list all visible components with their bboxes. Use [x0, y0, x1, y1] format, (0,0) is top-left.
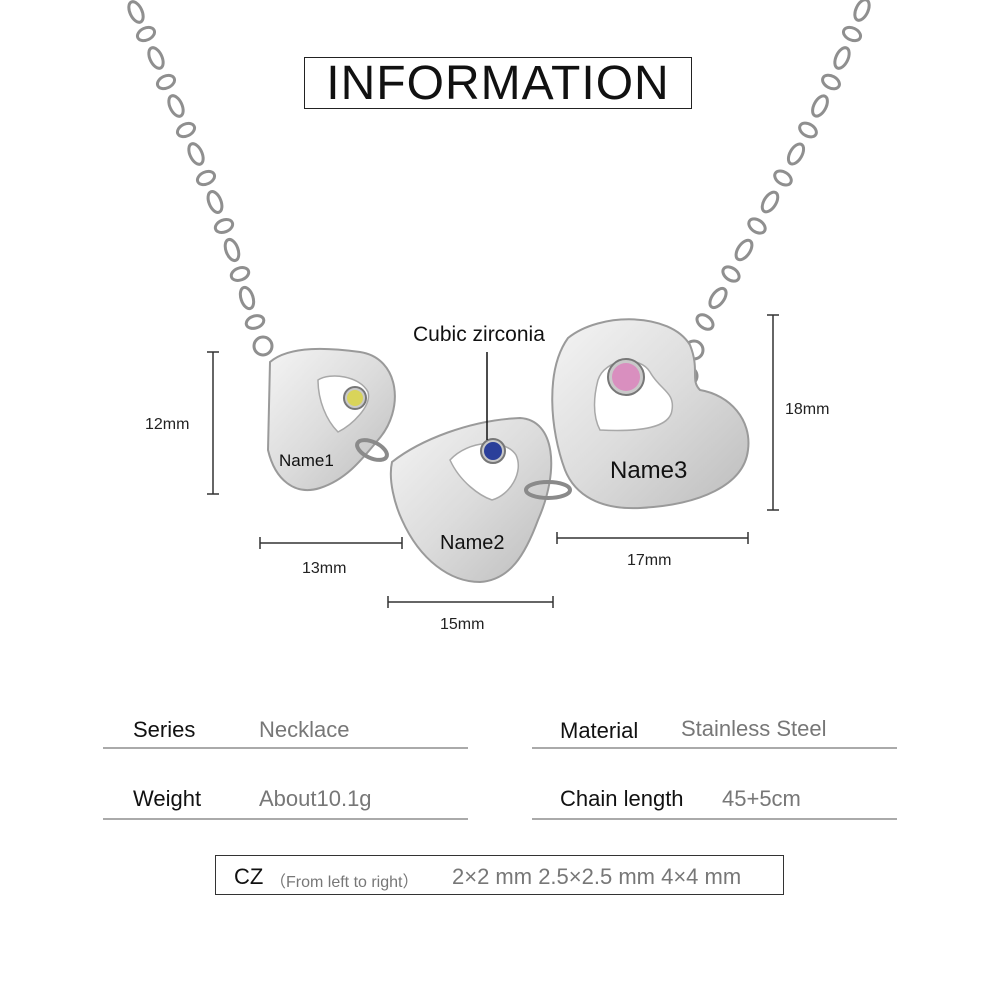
series-label: Series: [133, 717, 196, 742]
pendant-middle: [389, 416, 553, 584]
engraving-name3: Name3: [610, 457, 688, 484]
page-title: INFORMATION: [304, 57, 692, 110]
jump-rings: [355, 438, 572, 500]
dim-pendant3-height: 18mm: [785, 401, 830, 418]
pendant-right: [551, 318, 750, 510]
divider: [532, 747, 897, 749]
cz-note: （From left to right）: [270, 874, 419, 891]
engraving-name2: Name2: [440, 532, 505, 554]
material-label: Material: [560, 718, 639, 743]
dim-pendant3-width: 17mm: [627, 552, 672, 569]
chain-length-label: Chain length: [560, 786, 684, 811]
engraving-name1: Name1: [279, 451, 334, 470]
callout-label: Cubic zirconia: [413, 323, 545, 346]
weight-label: Weight: [133, 786, 202, 811]
cz-size-box: CZ （From left to right） 2×2 mm 2.5×2.5 m…: [215, 855, 784, 895]
dimension-lines: [207, 314, 779, 608]
chain-left: [127, 0, 274, 357]
chain-right: [677, 0, 871, 387]
cz-label: CZ: [234, 864, 264, 889]
divider: [103, 747, 468, 749]
stone-left: [347, 390, 363, 406]
divider: [532, 818, 897, 820]
stone-middle: [484, 442, 502, 460]
dim-pendant1-width: 13mm: [302, 560, 347, 577]
cz-sizes: 2×2 mm 2.5×2.5 mm 4×4 mm: [452, 864, 742, 889]
chain-length-value: 45+5cm: [722, 786, 801, 811]
material-value: Stainless Steel: [681, 716, 827, 741]
stone-right: [612, 363, 640, 391]
divider: [103, 818, 468, 820]
dim-pendant1-height: 12mm: [145, 416, 190, 433]
weight-value: About10.1g: [259, 786, 372, 811]
dim-pendant2-width: 15mm: [440, 616, 485, 633]
series-value: Necklace: [259, 717, 350, 742]
